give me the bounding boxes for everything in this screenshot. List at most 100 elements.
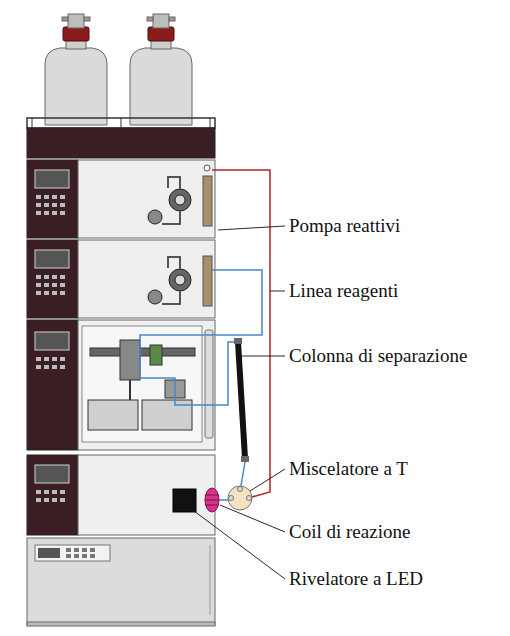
- coil-winding: [205, 505, 219, 506]
- base-plate: [27, 622, 215, 626]
- key: [36, 291, 41, 295]
- key: [74, 554, 79, 558]
- module-panel: [27, 455, 78, 535]
- lcd-screen: [35, 250, 69, 268]
- bottle-cap: [148, 27, 174, 41]
- pump-module: [78, 160, 215, 238]
- purge-valve: [148, 210, 162, 224]
- part-label: Miscelatore a T: [289, 457, 408, 481]
- module-panel: [27, 320, 78, 450]
- sampler-mechanism: [88, 340, 195, 430]
- keypad: [36, 275, 65, 295]
- key: [44, 275, 49, 279]
- cap-port: [84, 17, 90, 21]
- module-panel: [27, 160, 78, 238]
- key: [36, 203, 41, 207]
- key: [52, 291, 57, 295]
- keypad: [36, 357, 65, 369]
- key: [52, 283, 57, 287]
- keypad: [36, 195, 65, 215]
- key: [90, 554, 95, 558]
- key: [52, 365, 57, 369]
- pump-module: [78, 240, 215, 318]
- solvent-bottle: [130, 14, 192, 125]
- lcd-screen: [35, 465, 69, 483]
- pump-head-center: [175, 195, 185, 205]
- lcd-screen: [35, 170, 69, 188]
- tray-post: [121, 118, 122, 128]
- sample-tray: [88, 400, 138, 430]
- leader-line: [242, 356, 285, 357]
- column-fitting: [241, 456, 249, 462]
- oven-hinge: [210, 545, 211, 615]
- key: [52, 195, 57, 199]
- key: [36, 498, 41, 502]
- key: [60, 490, 65, 494]
- column-outlet-line: [241, 462, 245, 486]
- key: [60, 275, 65, 279]
- key: [60, 291, 65, 295]
- autosampler-window: [82, 326, 202, 442]
- key: [52, 490, 57, 494]
- leader-line: [270, 291, 285, 292]
- mixer-port: [247, 496, 252, 501]
- key: [52, 498, 57, 502]
- key: [66, 554, 71, 558]
- lcd-screen: [38, 548, 60, 558]
- key: [44, 490, 49, 494]
- led-detector: [173, 489, 196, 512]
- pump-head: [148, 256, 212, 306]
- key: [36, 283, 41, 287]
- pump-tubing: [162, 291, 180, 304]
- leader-lines: [194, 226, 285, 579]
- key: [36, 357, 41, 361]
- key: [60, 365, 65, 369]
- sampling-needle: [129, 380, 131, 400]
- key: [36, 275, 41, 279]
- cap-port: [147, 17, 153, 21]
- key: [60, 203, 65, 207]
- key: [44, 211, 49, 215]
- tray-post: [210, 118, 211, 128]
- part-label: Pompa reattivi: [289, 214, 400, 238]
- pressure-sensor: [203, 176, 212, 226]
- leader-line: [250, 469, 285, 491]
- purge-valve: [148, 290, 162, 304]
- keypad: [66, 548, 95, 558]
- part-label: Linea reagenti: [289, 279, 398, 303]
- mixer-outlet-line: [219, 499, 228, 501]
- leader-line: [194, 511, 285, 579]
- leader-line: [220, 505, 285, 532]
- column-fitting: [234, 338, 242, 344]
- coil-winding: [205, 500, 219, 501]
- key: [82, 554, 87, 558]
- part-label: Rivelatore a LED: [289, 567, 423, 591]
- mixer-port: [229, 496, 234, 501]
- circuit-board: [150, 345, 162, 365]
- detector-module: [78, 455, 215, 535]
- key: [44, 291, 49, 295]
- key: [36, 211, 41, 215]
- mixer-port: [238, 487, 243, 492]
- cap-port: [169, 17, 175, 21]
- key: [52, 211, 57, 215]
- key: [82, 548, 87, 552]
- cap-port: [62, 17, 68, 21]
- coil-winding: [205, 495, 219, 496]
- mixer-body: [228, 486, 252, 510]
- coil-body: [205, 488, 219, 512]
- pressure-sensor: [203, 256, 212, 306]
- keypad: [36, 490, 65, 502]
- key: [44, 203, 49, 207]
- bottle-cap: [63, 27, 89, 41]
- t-mixer: [228, 486, 252, 510]
- key: [44, 283, 49, 287]
- part-label: Coil di reazione: [289, 520, 410, 544]
- pump-head-center: [175, 275, 185, 285]
- key: [66, 548, 71, 552]
- key: [52, 275, 57, 279]
- key: [36, 195, 41, 199]
- key: [44, 365, 49, 369]
- needle-carriage: [120, 340, 140, 380]
